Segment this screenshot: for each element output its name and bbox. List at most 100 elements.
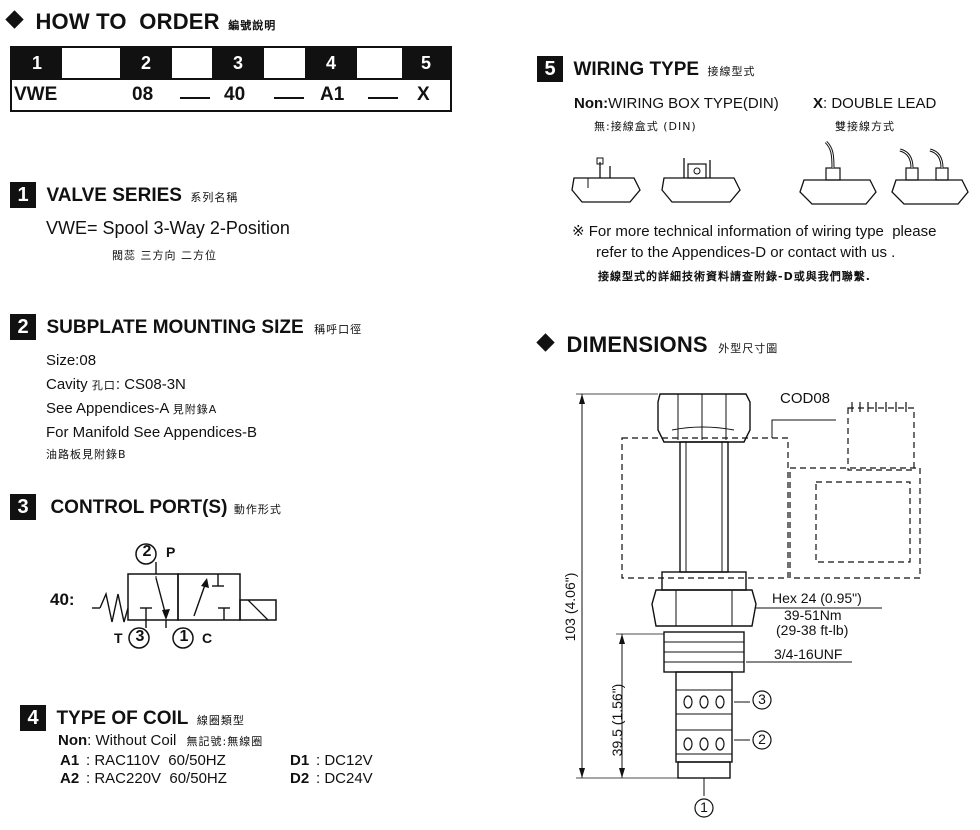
order-value-size: 08 xyxy=(132,84,154,105)
order-dash xyxy=(180,97,210,99)
wiring-x-text: : DOUBLE LEAD xyxy=(823,95,937,112)
dim-port-2: 2 xyxy=(758,731,766,747)
spring-icon xyxy=(99,591,129,623)
order-header-3: 3 xyxy=(212,48,264,78)
cavity-value: : CS08-3N xyxy=(115,376,186,393)
wiring-non-row: Non:WIRING BOX TYPE(DIN) xyxy=(574,95,779,112)
dim-port-1: 1 xyxy=(700,799,708,815)
section5-title: WIRING TYPE xyxy=(573,59,700,80)
note-cn: 接線型式的詳細技術資料請查附錄-D或與我們聯繫. xyxy=(598,270,871,283)
wiring-non-code: Non: xyxy=(574,95,609,112)
section2-manifold[interactable]: For Manifold See Appendices-B xyxy=(46,424,257,441)
coil-non-row: Non: Without Coil 無記號:無線圈 xyxy=(58,732,263,749)
section5-number: 5 xyxy=(537,56,563,82)
coil-non-cn: 無記號:無線圈 xyxy=(186,735,264,748)
wiring-non-text: WIRING BOX TYPE(DIN) xyxy=(608,95,779,112)
coil-a1-text: : RAC110V 60/50HZ xyxy=(86,752,226,769)
section4-title-cn: 線圈類型 xyxy=(196,714,245,727)
order-dash xyxy=(274,97,304,99)
port-p-label: P xyxy=(166,544,176,560)
cavity-label-cn: 孔口 xyxy=(91,379,116,392)
order-value-series: VWE xyxy=(14,84,58,105)
section2-title-cn: 稱呼口徑 xyxy=(314,323,363,336)
section2-appendix-a: See Appendices-A 見附錄A xyxy=(46,400,217,417)
note-mark: ※ xyxy=(572,223,585,240)
order-header-4: 4 xyxy=(305,48,357,78)
section2-number: 2 xyxy=(10,314,36,340)
section3-title-cn: 動作形式 xyxy=(233,503,282,516)
section5-title-cn: 接線型式 xyxy=(707,65,756,78)
section1-number: 1 xyxy=(10,182,36,208)
hex-label: Hex 24 (0.95") xyxy=(772,590,862,606)
section1-title-cn: 系列名稱 xyxy=(190,191,239,204)
cod-label: COD08 xyxy=(780,390,831,407)
cavity-label: Cavity xyxy=(46,376,88,393)
section4-title: TYPE OF COIL xyxy=(56,708,189,729)
wiring-note: ※ For more technical information of wiri… xyxy=(572,222,936,240)
order-header-5: 5 xyxy=(402,48,450,78)
appendix-a-cn: 見附錄A xyxy=(172,403,218,416)
port-1-number: 1 xyxy=(179,628,189,645)
solenoid-icon xyxy=(239,599,277,621)
torque-nm: 39-51Nm xyxy=(784,607,842,623)
order-value-port: 40 xyxy=(224,84,246,105)
port-t-label: T xyxy=(114,630,123,646)
section3-title: CONTROL PORT(S) xyxy=(50,497,228,518)
height-lower-label: 39.5 (1.56") xyxy=(609,683,625,757)
section1-heading: 1 VALVE SERIES 系列名稱 xyxy=(10,182,238,208)
coil-a2-row: A2 : RAC220V 60/50HZ xyxy=(60,770,227,787)
note-line1: For more technical information of wiring… xyxy=(588,223,937,240)
coil-a2-code: A2 xyxy=(60,770,80,787)
section2-cavity: Cavity 孔口: CS08-3N xyxy=(46,376,186,393)
section1-title: VALVE SERIES xyxy=(46,185,182,206)
order-header-row xyxy=(12,48,450,80)
din-connector-icon xyxy=(571,157,641,203)
order-header-2: 2 xyxy=(120,48,172,78)
section3-heading: 3 CONTROL PORT(S) 動作形式 xyxy=(10,494,282,520)
section3-number: 3 xyxy=(10,494,36,520)
order-code-table: 1 2 3 4 5 VWE 08 40 A1 X xyxy=(10,46,452,112)
valve-symbol xyxy=(92,543,277,649)
height-total-label: 103 (4.06") xyxy=(562,572,578,642)
wiring-non-cn: 無:接線盒式 (DIN) xyxy=(594,120,697,133)
section1-description-cn: 閥蕊 三方向 二方位 xyxy=(112,249,217,262)
port-c-label: C xyxy=(202,630,213,646)
note-line2: refer to the Appendices-D or contact wit… xyxy=(596,244,896,261)
coil-d1-row: D1: DC12V xyxy=(290,752,373,769)
appendix-a-link[interactable]: See Appendices-A xyxy=(46,400,169,417)
coil-d2-code: D2 xyxy=(290,770,310,787)
dimensions-title-cn: 外型尺寸圖 xyxy=(718,342,779,355)
dimensions-heading: DIMENSIONS 外型尺寸圖 xyxy=(536,332,779,358)
how-to-order-title: HOW TO ORDER xyxy=(35,9,220,34)
section2-heading: 2 SUBPLATE MOUNTING SIZE 稱呼口徑 xyxy=(10,314,362,340)
coil-a2-text: : RAC220V 60/50HZ xyxy=(86,770,227,787)
how-to-order-title-cn: 編號說明 xyxy=(228,19,277,32)
double-lead-icon xyxy=(799,140,877,205)
coil-d2-text: : DC24V xyxy=(316,770,373,787)
port-3-number: 3 xyxy=(135,628,145,645)
dim-port-3: 3 xyxy=(758,691,766,707)
diamond-icon xyxy=(5,10,24,29)
wiring-x-row: X: DOUBLE LEAD xyxy=(813,95,936,112)
coil-a1-code: A1 xyxy=(60,752,80,769)
wiring-x-code: X xyxy=(813,95,824,112)
control-port-code: 40: xyxy=(50,590,75,609)
order-dash xyxy=(368,97,398,99)
order-value-coil: A1 xyxy=(320,84,345,105)
coil-d2-row: D2 : DC24V xyxy=(290,770,373,787)
section5-heading: 5 WIRING TYPE 接線型式 xyxy=(537,56,756,82)
section4-heading: 4 TYPE OF COIL 線圈類型 xyxy=(20,705,245,731)
port-2-number: 2 xyxy=(142,543,152,560)
coil-non-text: : Without Coil xyxy=(87,732,177,749)
how-to-order-heading: HOW TO ORDER 編號說明 xyxy=(5,9,277,35)
coil-d1-text: : DC12V xyxy=(316,752,373,769)
thread-label: 3/4-16UNF xyxy=(774,646,843,662)
top-nut xyxy=(657,393,751,443)
coil-outline xyxy=(621,437,789,579)
dimensions-title: DIMENSIONS xyxy=(566,332,708,357)
coil-non-code: Non xyxy=(58,732,88,749)
double-lead-icon xyxy=(891,148,969,205)
section2-title: SUBPLATE MOUNTING SIZE xyxy=(46,317,304,338)
wiring-illustrations xyxy=(571,140,969,205)
hex-nut xyxy=(651,589,757,627)
